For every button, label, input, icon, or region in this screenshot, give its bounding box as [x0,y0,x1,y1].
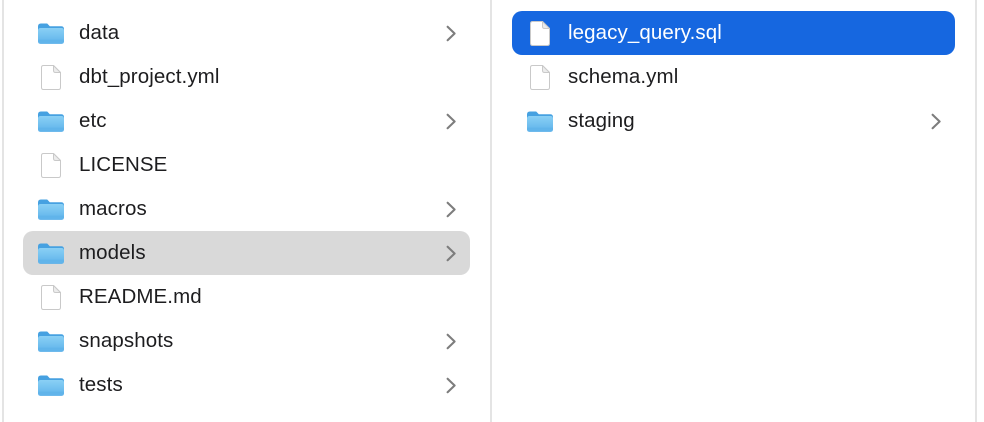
item-label: LICENSE [79,153,168,176]
folder-row-macros[interactable]: macros [23,187,470,231]
file-row-legacy-query-sql[interactable]: legacy_query.sql [512,11,955,55]
folder-icon [36,238,66,268]
folder-row-data[interactable]: data [23,11,470,55]
column-divider [2,0,4,422]
item-label: macros [79,197,147,220]
document-icon [36,282,66,312]
folder-icon [36,18,66,48]
file-row-license[interactable]: LICENSE [23,143,470,187]
column-divider [975,0,977,422]
chevron-right-icon [444,375,458,395]
chevron-right-icon [444,243,458,263]
item-label: etc [79,109,107,132]
item-label: tests [79,373,123,396]
folder-row-snapshots[interactable]: snapshots [23,319,470,363]
folder-icon [36,370,66,400]
file-list-column-right: legacy_query.sql schema.yml staging [492,0,975,422]
document-icon [525,62,555,92]
item-label: legacy_query.sql [568,21,722,44]
folder-row-etc[interactable]: etc [23,99,470,143]
chevron-right-icon [929,111,943,131]
item-label: snapshots [79,329,174,352]
chevron-right-icon [444,331,458,351]
chevron-right-icon [444,199,458,219]
file-row-schema-yml[interactable]: schema.yml [512,55,955,99]
file-row-dbt-project-yml[interactable]: dbt_project.yml [23,55,470,99]
folder-icon [36,194,66,224]
folder-row-models[interactable]: models [23,231,470,275]
folder-row-staging[interactable]: staging [512,99,955,143]
item-label: dbt_project.yml [79,65,220,88]
document-icon [36,150,66,180]
item-label: schema.yml [568,65,679,88]
folder-icon [36,106,66,136]
item-label: README.md [79,285,202,308]
item-label: staging [568,109,635,132]
folder-row-tests[interactable]: tests [23,363,470,407]
column-divider [490,0,492,422]
item-label: data [79,21,120,44]
folder-icon [525,106,555,136]
chevron-right-icon [444,111,458,131]
document-icon [525,18,555,48]
chevron-right-icon [444,23,458,43]
document-icon [36,62,66,92]
file-row-readme-md[interactable]: README.md [23,275,470,319]
item-label: models [79,241,146,264]
folder-icon [36,326,66,356]
